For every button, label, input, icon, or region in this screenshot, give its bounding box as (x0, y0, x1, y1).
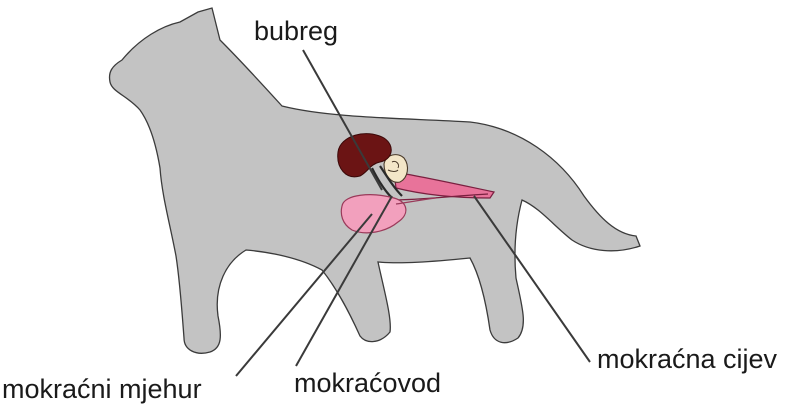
label-kidney: bubreg (254, 18, 338, 45)
label-ureter: mokraćovod (294, 370, 441, 397)
label-urethra: mokraćna cijev (597, 346, 777, 373)
cat-body-silhouette (110, 8, 641, 353)
label-bladder: mokraćni mjehur (2, 376, 202, 403)
